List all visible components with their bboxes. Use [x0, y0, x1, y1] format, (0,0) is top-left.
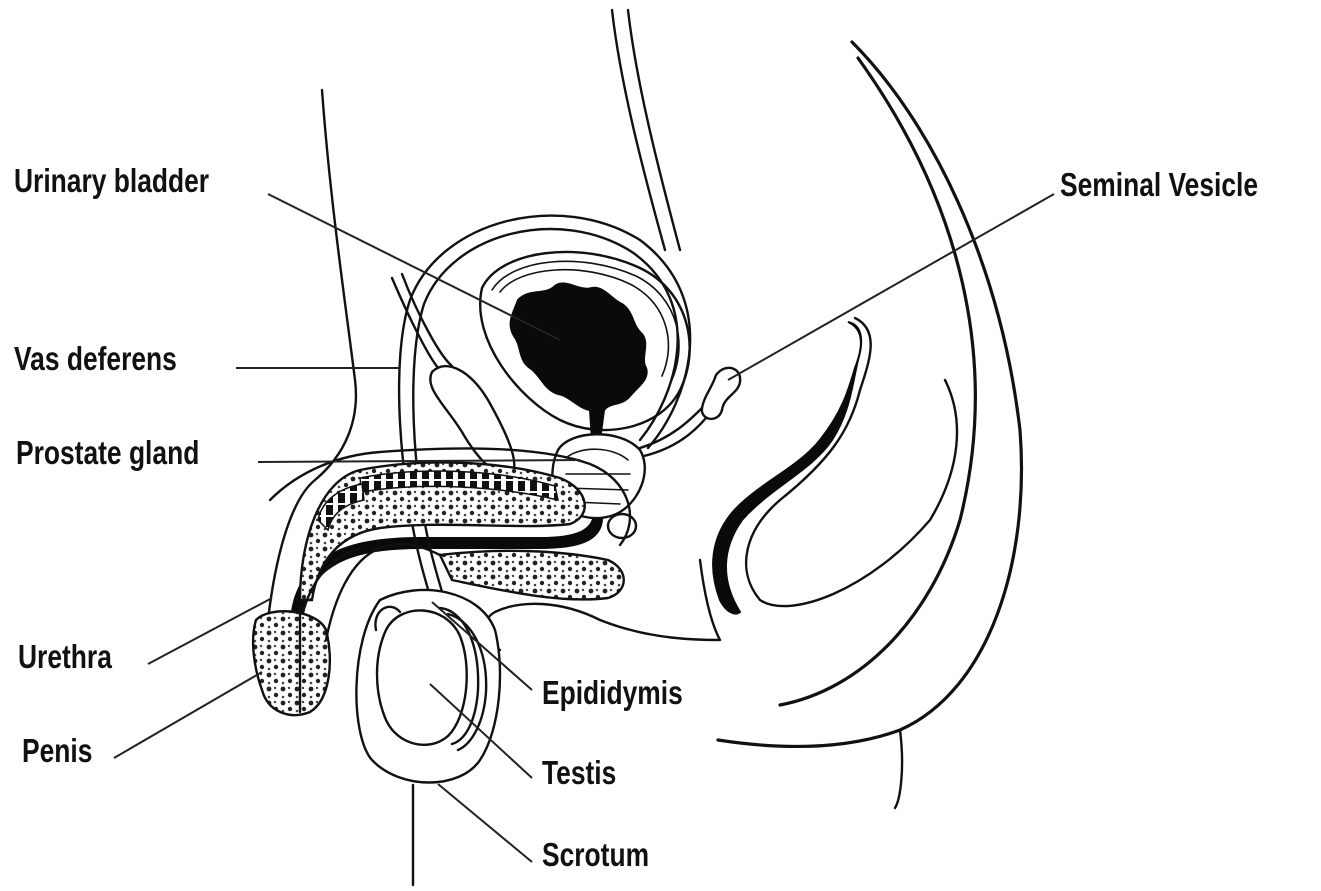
leader-scrotum: [438, 784, 532, 862]
label-scrotum: Scrotum: [542, 837, 649, 873]
label-urethra: Urethra: [18, 639, 112, 675]
label-testis: Testis: [542, 755, 616, 791]
label-penis: Penis: [22, 733, 92, 769]
label-vas-deferens: Vas deferens: [14, 341, 177, 377]
label-urinary-bladder: Urinary bladder: [14, 163, 209, 199]
leader-prostate-gland: [258, 460, 580, 462]
ureter: [612, 10, 680, 250]
label-prostate-gland: Prostate gland: [16, 435, 199, 471]
label-seminal-vesicle: Seminal Vesicle: [1060, 167, 1258, 203]
leader-seminal-vesicle: [728, 194, 1054, 380]
label-epididymis: Epididymis: [542, 675, 683, 711]
leader-penis: [114, 672, 262, 758]
testis: [377, 610, 467, 744]
